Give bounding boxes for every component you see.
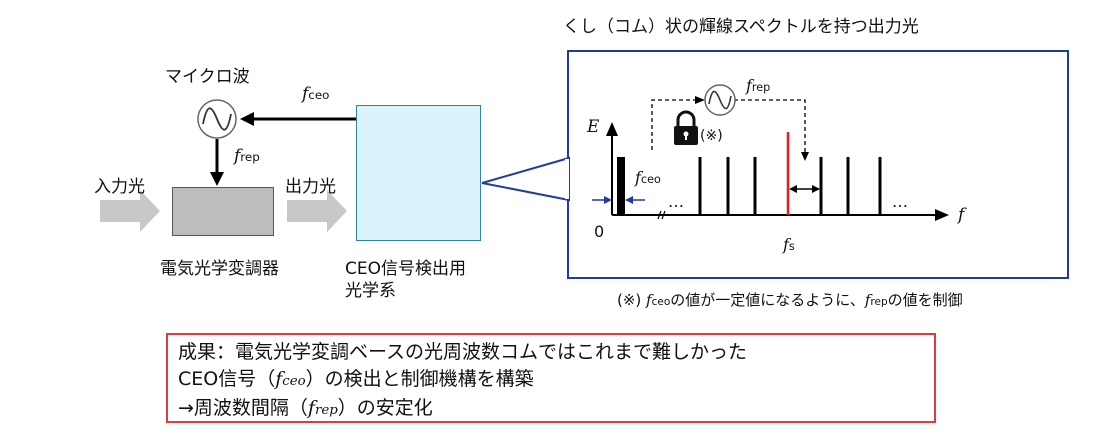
result-line-1: 成果：電気光学変調ベースの光周波数コムではこれまで難しかった: [178, 341, 748, 363]
frep-arrowhead: [210, 172, 224, 186]
frep-label: frep: [234, 146, 260, 166]
result-box: 成果：電気光学変調ベースの光周波数コムではこれまで難しかった CEO信号（fce…: [166, 333, 936, 423]
axis-f-label: f: [958, 205, 965, 225]
sine-wave-icon: [704, 84, 736, 116]
e-axis-arrowhead: [606, 122, 618, 136]
lock-note-mark: (※): [700, 128, 723, 144]
callout-pointer: [481, 156, 570, 202]
fceo-arrowhead: [240, 112, 254, 126]
ceo-detector-box: [356, 105, 481, 241]
block-diagram: [100, 99, 356, 232]
fs-label: fs: [783, 235, 795, 254]
axis-e-label: E: [587, 117, 600, 137]
f-axis-arrowhead: [935, 209, 949, 221]
feedback-arrowhead-in: [695, 96, 705, 104]
feedback-arrowhead-out: [801, 152, 809, 161]
result-line-3: →周波数間隔（frep）の安定化: [178, 397, 433, 419]
output-light-label: 出力光: [285, 177, 336, 197]
modulator-box: [172, 187, 274, 236]
frep-panel-label: frep: [746, 76, 771, 95]
comb-line-ceo: [617, 157, 625, 215]
sine-wave-icon: [197, 99, 237, 139]
ellipsis-right: …: [892, 192, 908, 211]
axis-break: [657, 210, 666, 220]
input-light-arrow: [100, 190, 160, 232]
output-light-arrow: [287, 190, 347, 232]
fceo-offset-arrows: [592, 196, 645, 204]
footnote: (※) fceoの値が一定値になるように、frepの値を制御: [617, 291, 963, 309]
spectrum-graph: [592, 84, 949, 221]
ceo-detector-label-line2: 光学系: [345, 281, 396, 301]
input-light-label: 入力光: [94, 177, 145, 197]
feedback-dashed-path: [651, 99, 806, 154]
lock-icon: [674, 110, 698, 145]
comb-title: くし（コム）状の輝線スペクトルを持つ出力光: [563, 17, 919, 37]
microwave-label: マイクロ波: [165, 67, 250, 87]
ceo-detector-label-line1: CEO信号検出用: [345, 259, 466, 279]
spectrum-panel: [567, 50, 1069, 279]
frep-spacing-arrow: [789, 185, 820, 193]
fceo-offset-label: fceo: [635, 168, 661, 187]
fceo-label: fceo: [302, 84, 330, 104]
ellipsis-left: …: [668, 192, 684, 211]
result-line-2: CEO信号（fceo）の検出と制御機構を構築: [178, 368, 534, 390]
origin-label: 0: [594, 222, 605, 241]
modulator-label: 電気光学変調器: [160, 259, 279, 279]
